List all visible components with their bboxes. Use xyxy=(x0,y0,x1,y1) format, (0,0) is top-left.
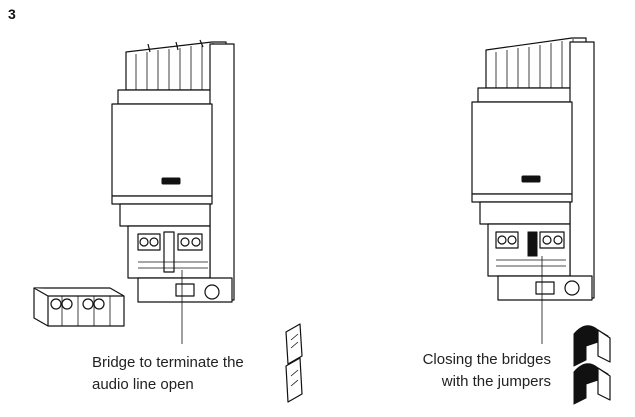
right-side-rail xyxy=(569,41,595,299)
left-caption-line-1: Bridge to terminate the xyxy=(92,354,244,371)
right-lower-band xyxy=(479,201,571,225)
left-screw-terminals xyxy=(137,231,208,273)
right-caption-line-2: with the jumpers xyxy=(441,373,551,390)
right-caption-line-1: Closing the bridges xyxy=(422,351,551,368)
bridge-jumper-open-icon xyxy=(285,323,303,403)
left-din-clip xyxy=(204,284,220,300)
left-detached-terminal-block xyxy=(33,287,125,327)
left-base-slot xyxy=(175,283,195,297)
left-top-terminals xyxy=(125,39,227,91)
right-base-slot xyxy=(535,281,555,295)
right-closed-jumper xyxy=(527,231,538,257)
bridge-jumper-closed-icon xyxy=(573,325,611,405)
right-caption: Closing the bridges with the jumpers xyxy=(405,349,551,393)
left-caption: Bridge to terminate the audio line open xyxy=(92,352,244,396)
right-din-clip xyxy=(564,280,580,296)
right-led-window xyxy=(521,175,541,183)
left-side-rail xyxy=(209,43,235,301)
right-cover-lip xyxy=(471,193,573,203)
step-number: 3 xyxy=(8,6,16,22)
right-screw-terminals xyxy=(495,231,566,267)
left-cover-lip xyxy=(111,195,213,205)
left-led-window xyxy=(161,177,181,185)
left-caption-line-2: audio line open xyxy=(92,376,194,393)
right-module xyxy=(471,37,595,344)
left-module xyxy=(111,39,235,344)
left-lower-band xyxy=(119,203,211,227)
